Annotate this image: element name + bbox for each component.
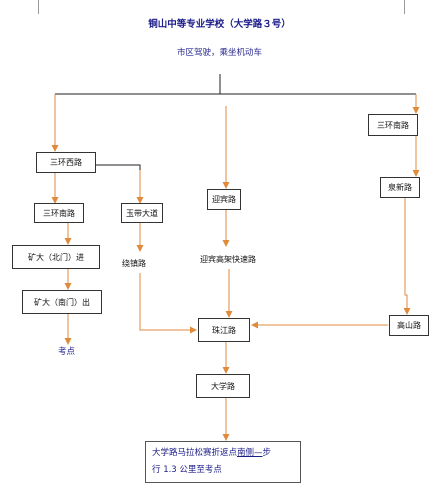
final-note-line-1: 大学路马拉松赛折返点南侧—步 (152, 445, 271, 462)
node-exam-site: 考点 (58, 347, 76, 357)
node-yingbin-road: 迎宾路 (207, 189, 241, 210)
node-sanhuan-nan-road-left: 三环南路 (34, 203, 84, 223)
node-kuangda-south-gate: 矿大（南门）出 (22, 290, 102, 314)
node-yudai-avenue: 玉带大道 (121, 203, 163, 223)
node-sanhuan-xi-road: 三环西路 (36, 152, 96, 173)
node-yingbin-elevated-expressway: 迎宾高架快速路 (200, 254, 256, 264)
arrow-to-gaoshan (403, 198, 411, 315)
diagram-title: 铜山中等专业学校（大学路３号） (148, 19, 291, 30)
node-gaoshan-road: 高山路 (389, 315, 429, 336)
arrow-raozhen-to-zhujiang (139, 273, 197, 334)
final-note-line1-prefix: 大学路马拉松赛折返点 (152, 448, 238, 458)
diagram-subtitle: 市区驾驶，乘坐机动车 (176, 48, 262, 58)
final-destination-note: 大学路马拉松赛折返点南侧—步 行 1.3 公里至考点 (145, 441, 301, 483)
crop-mark-right (404, 0, 405, 14)
node-kuangda-north-gate: 矿大（北门）进 (12, 245, 100, 269)
node-raozhen-road: 绕镇路 (122, 258, 146, 268)
node-sanhuan-nan-road-right: 三环南路 (368, 114, 418, 136)
final-note-line1-suffix: 步 (262, 448, 272, 458)
final-note-south-side: 南侧— (237, 448, 263, 458)
node-quanxin-road: 泉新路 (380, 177, 420, 198)
top-distribution-bar (55, 74, 416, 95)
final-note-line-2: 行 1.3 公里至考点 (152, 465, 222, 475)
node-zhujiang-road: 珠江路 (198, 318, 250, 342)
node-daxue-road: 大学路 (196, 374, 250, 398)
crop-mark-left (38, 0, 39, 14)
branch-to-yudai-line (96, 164, 141, 170)
